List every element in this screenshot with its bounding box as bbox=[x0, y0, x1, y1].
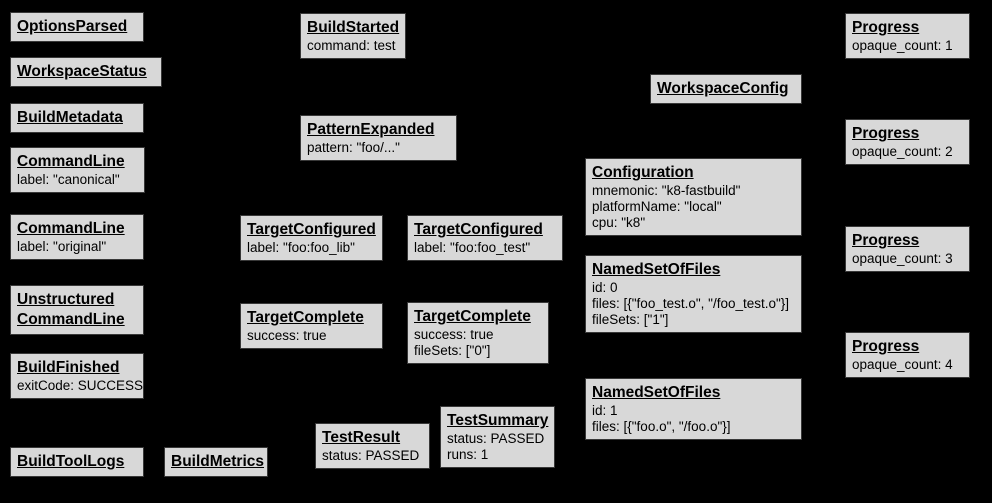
node-build-tool-logs: BuildToolLogs bbox=[10, 447, 144, 477]
node-fields: status: PASSED bbox=[322, 448, 420, 463]
node-test-result: TestResult status: PASSED bbox=[315, 423, 430, 469]
node-options-parsed: OptionsParsed bbox=[10, 12, 144, 42]
node-title: BuildMetrics bbox=[171, 453, 265, 470]
node-title: Progress bbox=[852, 338, 920, 355]
node-title: CommandLine bbox=[17, 220, 125, 237]
node-unstructured-command-line: Unstructured CommandLine bbox=[10, 285, 144, 335]
node-fields: opaque_count: 1 bbox=[852, 38, 953, 53]
node-fields: label: "foo:foo_lib" bbox=[247, 240, 355, 255]
node-build-finished: BuildFinished exitCode: SUCCESS bbox=[10, 353, 144, 399]
node-title: BuildMetadata bbox=[17, 109, 123, 126]
node-command-line-original: CommandLine label: "original" bbox=[10, 214, 144, 260]
node-title: PatternExpanded bbox=[307, 121, 435, 138]
node-fields: pattern: "foo/..." bbox=[307, 140, 400, 155]
node-named-set-of-files-1: NamedSetOfFiles id: 1 files: [{"foo.o", … bbox=[585, 378, 802, 440]
node-build-started: BuildStarted command: test bbox=[300, 13, 406, 59]
node-fields: command: test bbox=[307, 38, 396, 53]
node-fields: status: PASSED runs: 1 bbox=[447, 431, 545, 462]
node-fields: label: "foo:foo_test" bbox=[414, 240, 531, 255]
node-title: NamedSetOfFiles bbox=[592, 261, 721, 278]
node-fields: opaque_count: 2 bbox=[852, 144, 953, 159]
node-fields: opaque_count: 3 bbox=[852, 251, 953, 266]
node-title: BuildStarted bbox=[307, 19, 400, 36]
node-progress-4: Progress opaque_count: 4 bbox=[845, 332, 970, 378]
node-title: WorkspaceStatus bbox=[17, 63, 147, 80]
node-target-configured-foo-test: TargetConfigured label: "foo:foo_test" bbox=[407, 215, 563, 261]
node-pattern-expanded: PatternExpanded pattern: "foo/..." bbox=[300, 115, 457, 161]
node-configuration: Configuration mnemonic: "k8-fastbuild" p… bbox=[585, 158, 802, 236]
node-build-metadata: BuildMetadata bbox=[10, 103, 144, 133]
node-title: WorkspaceConfig bbox=[657, 80, 789, 97]
node-title: Unstructured CommandLine bbox=[17, 291, 125, 328]
node-progress-3: Progress opaque_count: 3 bbox=[845, 226, 970, 272]
node-target-configured-foo-lib: TargetConfigured label: "foo:foo_lib" bbox=[240, 215, 383, 261]
node-title: BuildToolLogs bbox=[17, 453, 125, 470]
node-fields: opaque_count: 4 bbox=[852, 357, 953, 372]
node-title: TargetComplete bbox=[247, 309, 364, 326]
node-named-set-of-files-0: NamedSetOfFiles id: 0 files: [{"foo_test… bbox=[585, 255, 802, 333]
node-fields: mnemonic: "k8-fastbuild" platformName: "… bbox=[592, 183, 741, 230]
node-title: TargetComplete bbox=[414, 308, 531, 325]
node-target-complete-foo-test: TargetComplete success: true fileSets: [… bbox=[407, 302, 549, 364]
node-fields: label: "canonical" bbox=[17, 172, 120, 187]
node-title: CommandLine bbox=[17, 153, 125, 170]
node-title: TargetConfigured bbox=[247, 221, 376, 238]
node-title: Configuration bbox=[592, 164, 694, 181]
node-title: OptionsParsed bbox=[17, 18, 128, 35]
node-command-line-canonical: CommandLine label: "canonical" bbox=[10, 147, 145, 193]
node-title: Progress bbox=[852, 125, 920, 142]
node-target-complete-foo-lib: TargetComplete success: true bbox=[240, 303, 383, 349]
node-workspace-config: WorkspaceConfig bbox=[650, 74, 802, 104]
node-title: NamedSetOfFiles bbox=[592, 384, 721, 401]
node-title: BuildFinished bbox=[17, 359, 120, 376]
node-fields: success: true bbox=[247, 328, 327, 343]
node-progress-1: Progress opaque_count: 1 bbox=[845, 13, 970, 59]
node-fields: id: 0 files: [{"foo_test.o", "/foo_test.… bbox=[592, 280, 790, 327]
node-title: Progress bbox=[852, 232, 920, 249]
node-workspace-status: WorkspaceStatus bbox=[10, 57, 162, 87]
node-build-metrics: BuildMetrics bbox=[164, 447, 268, 477]
node-title: Progress bbox=[852, 19, 920, 36]
node-fields: id: 1 files: [{"foo.o", "/foo.o"}] bbox=[592, 403, 731, 434]
node-fields: exitCode: SUCCESS bbox=[17, 378, 144, 393]
node-progress-2: Progress opaque_count: 2 bbox=[845, 119, 970, 165]
node-fields: success: true fileSets: ["0"] bbox=[414, 327, 494, 358]
node-test-summary: TestSummary status: PASSED runs: 1 bbox=[440, 406, 555, 468]
node-fields: label: "original" bbox=[17, 239, 107, 254]
node-title: TargetConfigured bbox=[414, 221, 543, 238]
node-title: TestSummary bbox=[447, 412, 549, 429]
node-title: TestResult bbox=[322, 429, 401, 446]
